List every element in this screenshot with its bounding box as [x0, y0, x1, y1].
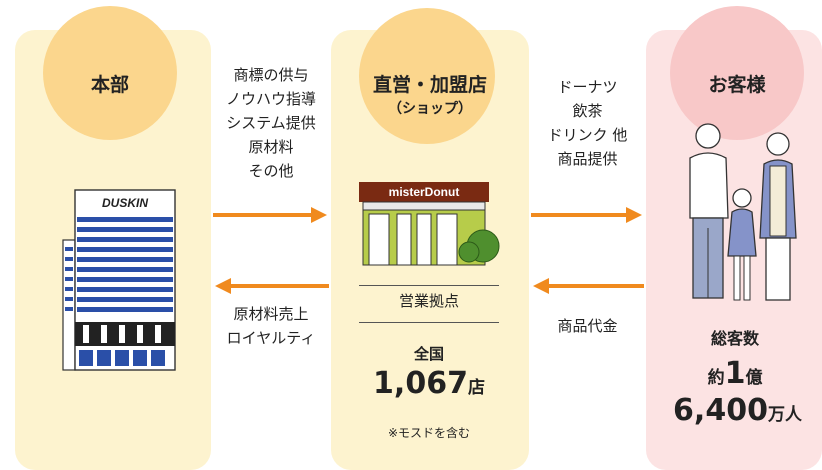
flow-shop-to-customer-text: ドーナツ 飲茶 ドリンク 他 商品提供	[529, 75, 646, 171]
arrow-right-shop-to-customer-icon	[531, 207, 642, 223]
arrow-right-hq-to-shop-icon	[213, 207, 327, 223]
headquarters-title: 本部	[90, 74, 129, 96]
flow-line: ドーナツ	[557, 78, 618, 96]
flow-line: 商標の供与	[233, 66, 309, 84]
shop-storefront-icon: misterDonut	[359, 182, 500, 266]
store-count-unit: 店	[467, 378, 485, 398]
arrow-left-customer-to-shop-icon	[533, 278, 644, 294]
base-label: 営業拠点	[398, 292, 459, 310]
nationwide-label: 全国	[413, 345, 444, 363]
shop-circle	[359, 8, 495, 144]
divider-top	[359, 285, 499, 286]
flow-line: 原材料売上	[233, 305, 309, 323]
shop-title: 直営・加盟店	[372, 74, 487, 96]
divider-bottom	[359, 322, 499, 323]
customer-count-line2: 6,400万人	[655, 393, 820, 428]
shop-sign: misterDonut	[389, 185, 460, 199]
customer-count-line1: 約1億	[660, 356, 810, 391]
customer-count-unit1: 億	[745, 368, 763, 388]
shop-subtitle: （ショップ）	[388, 101, 472, 117]
approx-label: 約	[707, 368, 725, 388]
flow-line: ドリンク 他	[547, 126, 628, 144]
customer-count-part1: 1	[724, 356, 746, 391]
flow-line: ノウハウ指導	[225, 90, 316, 108]
flow-line: その他	[248, 162, 294, 180]
headquarters-circle	[43, 6, 177, 140]
store-count-number: 1,067	[373, 366, 468, 401]
building-window-stripes	[77, 217, 173, 312]
flow-line: 飲茶	[572, 102, 603, 120]
customers-title: お客様	[708, 74, 766, 96]
customer-count-unit2: 万人	[767, 405, 802, 425]
flow-line: ロイヤルティ	[226, 329, 316, 347]
flow-line: 商品代金	[557, 317, 618, 335]
store-count: 1,067店	[349, 366, 509, 401]
flow-shop-to-hq-text: 原材料売上 ロイヤルティ	[211, 302, 331, 350]
total-customers-label: 総客数	[710, 329, 759, 348]
arrow-left-shop-to-hq-icon	[215, 278, 329, 294]
flow-line: 原材料	[248, 138, 294, 156]
customers-circle	[670, 6, 804, 140]
store-note: ※モスドを含む	[387, 426, 471, 440]
flow-line: 商品提供	[557, 150, 618, 168]
flow-line: システム提供	[226, 114, 316, 132]
customer-count-part2: 6,400	[673, 393, 768, 428]
family-icon	[689, 123, 797, 301]
flow-hq-to-shop-text: 商標の供与 ノウハウ指導 システム提供 原材料 その他	[211, 63, 331, 183]
flow-customer-to-shop-text: 商品代金	[529, 314, 646, 338]
headquarters-building-icon: DUSKIN	[62, 189, 176, 371]
building-sign: DUSKIN	[102, 196, 148, 210]
